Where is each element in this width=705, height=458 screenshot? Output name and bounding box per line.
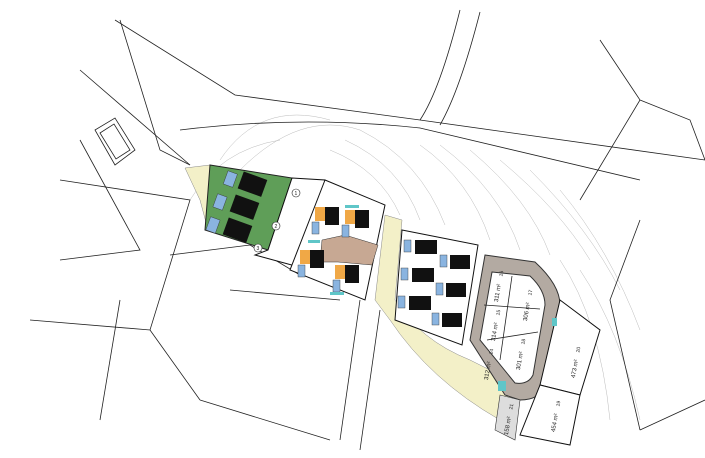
- svg-text:301 m²: 301 m²: [516, 351, 525, 370]
- plot-16-label: 311 m² 16: [494, 270, 505, 302]
- svg-text:1: 1: [295, 191, 298, 197]
- svg-text:16: 16: [498, 270, 505, 277]
- svg-text:21: 21: [508, 403, 515, 410]
- svg-text:312 m²: 312 m²: [484, 361, 493, 380]
- plot-3: 3: [253, 243, 263, 253]
- svg-text:3: 3: [257, 246, 260, 252]
- houses-left: [205, 170, 268, 243]
- svg-text:306 m²: 306 m²: [523, 302, 532, 321]
- svg-text:14: 14: [488, 348, 495, 355]
- parking-bay: [498, 381, 506, 391]
- svg-text:19: 19: [555, 400, 562, 407]
- plots-block: [479, 271, 546, 384]
- svg-text:2: 2: [275, 224, 278, 230]
- plot-19-label: 454 m² 19: [551, 400, 562, 432]
- plot-1: 1: [291, 188, 301, 198]
- svg-text:454 m²: 454 m²: [551, 413, 560, 432]
- parking-bay: [552, 318, 557, 326]
- svg-text:20: 20: [575, 346, 582, 353]
- svg-text:473 m²: 473 m²: [571, 359, 580, 378]
- plot-21-label: 158 m² 21: [504, 403, 515, 435]
- plot-14-label: 312 m² 14: [484, 348, 495, 380]
- plot-15-label: 314 m² 15: [491, 309, 502, 341]
- houses-middle: [297, 205, 369, 295]
- cadastral-lines: [29, 9, 705, 451]
- svg-text:314 m²: 314 m²: [491, 322, 500, 341]
- plot-labels: 1 2 3 311 m² 16 306 m² 17 314 m² 15 301 m² 1…: [253, 188, 582, 436]
- plot-2: 2: [271, 221, 281, 231]
- plot-21-area: [494, 394, 521, 441]
- svg-text:15: 15: [495, 309, 502, 316]
- houses-right: [397, 239, 470, 327]
- svg-text:158 m²: 158 m²: [504, 416, 513, 435]
- svg-text:311 m²: 311 m²: [494, 284, 503, 303]
- plot-20-label: 473 m² 20: [571, 346, 582, 378]
- plot-18-label: 301 m² 18: [516, 338, 527, 370]
- plot-17-label: 306 m² 17: [523, 289, 534, 321]
- plot-19-area: [519, 384, 581, 446]
- svg-text:18: 18: [520, 338, 527, 345]
- svg-text:17: 17: [527, 289, 534, 296]
